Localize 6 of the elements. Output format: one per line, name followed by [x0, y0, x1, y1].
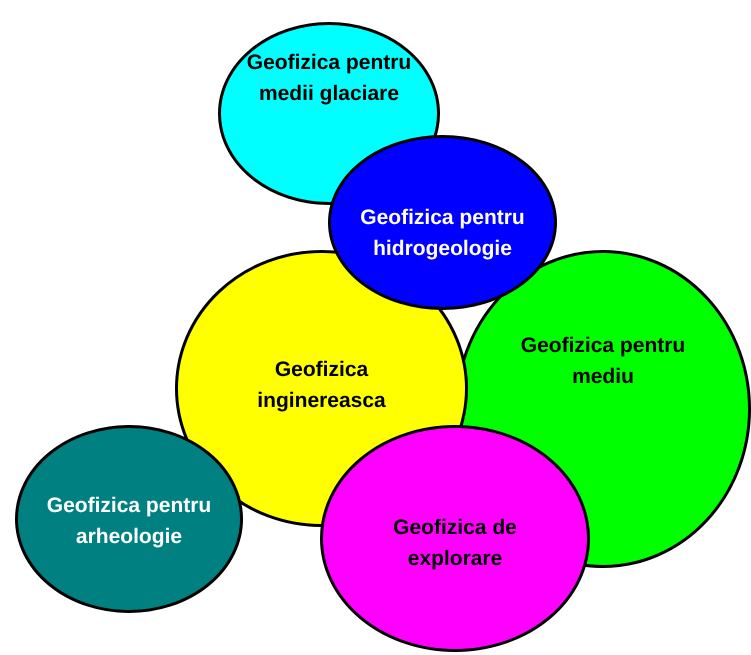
topic-label: Geofizica pentru hidrogeologie — [359, 204, 526, 262]
topic-label: Geofizica inginereasca — [256, 356, 387, 414]
topic-label: Geofizica pentru medii glaciare — [246, 50, 412, 106]
topic-label: Geofizica pentru mediu — [520, 333, 686, 390]
topic-label: Geofizica pentru arheologie — [46, 493, 212, 550]
topic-label: Geofizica de explorare — [392, 514, 518, 572]
